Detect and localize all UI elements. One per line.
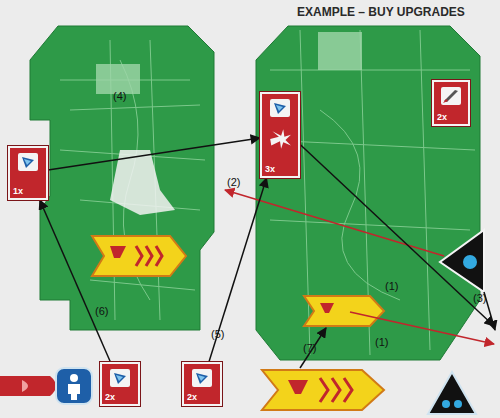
callout-number: (1): [384, 280, 399, 292]
upgrade-icon: [269, 98, 291, 118]
connector-arrow: [40, 200, 111, 362]
count-text: 2x: [187, 392, 197, 402]
upgrade-icon: [191, 368, 213, 388]
count-text: 2x: [437, 112, 447, 122]
count-text: 1x: [13, 186, 23, 196]
upgrade-tile: 2x: [432, 80, 470, 126]
callout-number: (3): [472, 292, 487, 304]
callout-number: (7): [302, 342, 317, 354]
upgrade-icon: [17, 152, 39, 172]
callout-number: (4): [112, 90, 127, 102]
upgrade-tile: 2x: [182, 362, 222, 406]
upgrade-tile: 2x: [100, 362, 140, 406]
callout-number: (5): [210, 328, 225, 340]
upgrade-icon: [109, 368, 131, 388]
count-text: 3x: [265, 164, 275, 174]
upgrade-tile: 3x: [260, 92, 300, 178]
callout-number: (6): [94, 305, 109, 317]
callout-number: (1): [374, 336, 389, 348]
upgrade-icon: [268, 128, 292, 150]
upgrade-icon: [440, 86, 462, 106]
upgrade-tile: 1x: [8, 146, 48, 200]
count-text: 2x: [105, 392, 115, 402]
callout-number: (2): [226, 176, 241, 188]
diagram-title: EXAMPLE – BUY UPGRADES: [296, 6, 466, 18]
connector-arrow: [48, 138, 260, 170]
connector-arrow: [209, 178, 267, 362]
